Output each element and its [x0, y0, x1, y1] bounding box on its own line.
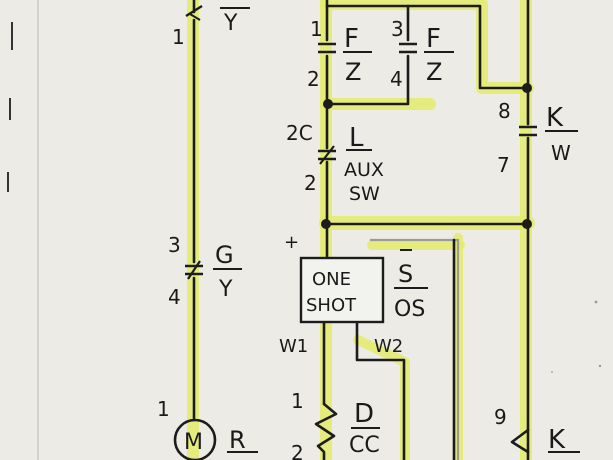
g-top-pin: 3	[168, 233, 181, 257]
paper-specks	[551, 300, 602, 373]
k2-top-pin: 9	[494, 405, 507, 429]
labels: 1 Y 1 2 F Z 3 4 F Z 8 7 K W 2C 2 L AUX S…	[157, 11, 571, 460]
l-sub-sw: SW	[349, 183, 380, 205]
k-top-pin: 8	[498, 99, 511, 123]
d-bot-pin: 2	[291, 441, 304, 460]
l-top-pin: 2C	[286, 121, 313, 145]
k-name: K	[546, 103, 564, 133]
w2-label: W2	[374, 336, 403, 357]
junction-dots	[321, 83, 532, 229]
d-top-pin: 1	[291, 389, 304, 413]
d-sub: CC	[349, 433, 380, 458]
f1-bot-pin: 2	[307, 67, 320, 91]
one-shot-line2: SHOT	[306, 295, 357, 316]
f2-top-pin: 3	[391, 17, 404, 41]
r-name: R	[229, 426, 246, 454]
f1-name: F	[344, 24, 359, 54]
f2-name: F	[426, 24, 441, 54]
f2-bot-pin: 4	[390, 67, 403, 91]
motor-pin: 1	[157, 397, 170, 421]
l-name: L	[349, 123, 364, 153]
motor-name: M	[184, 430, 203, 455]
f2-sub: Z	[426, 58, 442, 86]
top-pin-label: 1	[172, 25, 185, 49]
d-name: D	[354, 399, 374, 429]
k-bot-pin: 7	[497, 153, 510, 177]
top-coil-label: Y	[223, 11, 238, 36]
motor-symbol	[173, 418, 217, 460]
g-name: G	[215, 241, 234, 269]
l-bot-pin: 2	[304, 171, 317, 195]
w1-label: W1	[279, 336, 308, 357]
k2-name: K	[548, 425, 566, 455]
g-bot-pin: 4	[168, 285, 181, 309]
s-sub: OS	[394, 297, 425, 322]
margin-marks	[7, 0, 39, 460]
f1-sub: Z	[345, 58, 361, 86]
fraction-bars	[213, 7, 580, 453]
one-shot-line1: ONE	[312, 269, 351, 290]
plus-label: +	[284, 232, 299, 253]
s-name: S	[398, 260, 413, 288]
one-shot-box	[299, 256, 385, 324]
l-sub-aux: AUX	[344, 159, 384, 181]
f1-top-pin: 1	[310, 17, 323, 41]
k-sub: W	[551, 141, 571, 165]
wiring	[185, 0, 537, 460]
g-sub: Y	[218, 277, 233, 302]
